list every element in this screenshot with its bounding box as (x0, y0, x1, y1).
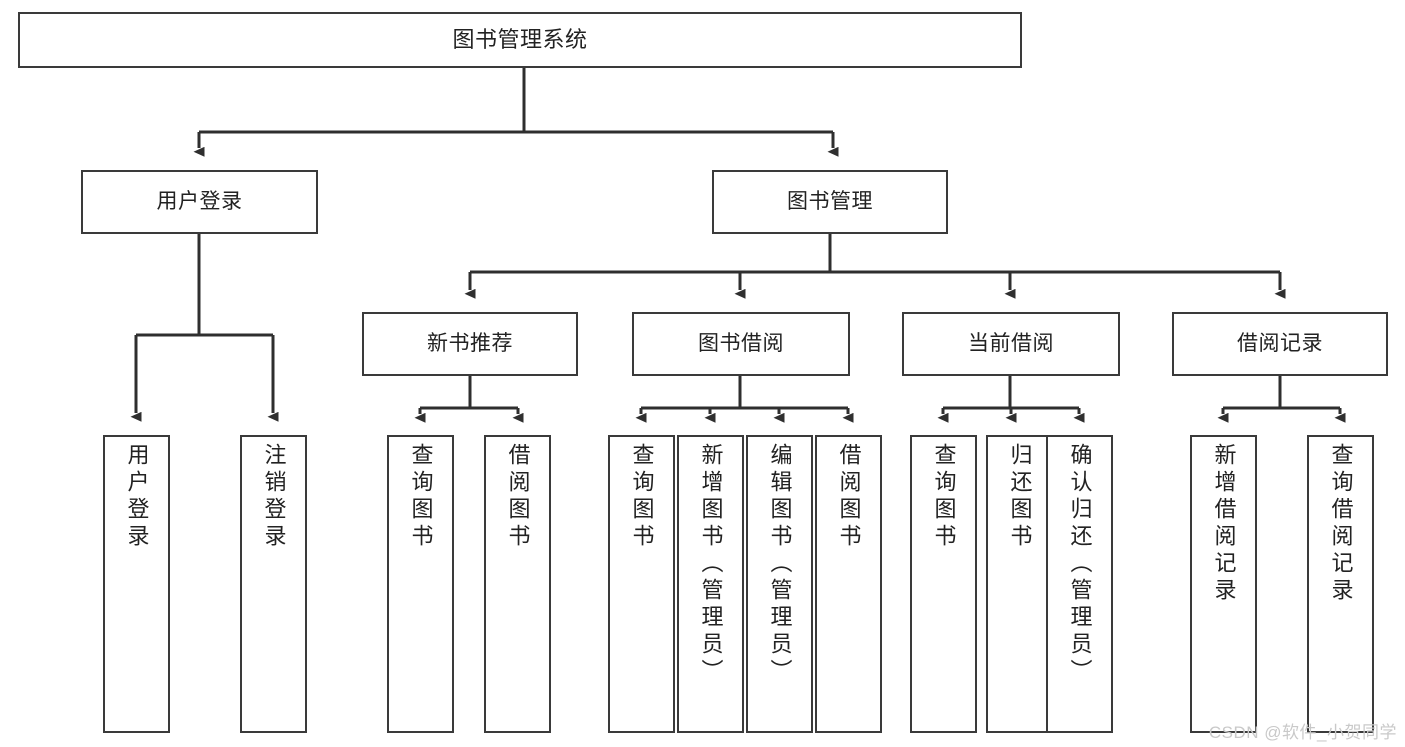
node-current-borrow-label: 当前借阅 (968, 331, 1054, 355)
node-leaf-confirm-return-admin[interactable]: 确认归还（管理员） (1046, 435, 1113, 733)
node-root[interactable]: 图书管理系统 (18, 12, 1022, 68)
node-leaf-query-book-borrow[interactable]: 查询图书 (608, 435, 675, 733)
node-leaf-borrow-book-recommend[interactable]: 借阅图书 (484, 435, 551, 733)
node-leaf-user-login-label: 用户登录 (124, 443, 150, 551)
node-book-management[interactable]: 图书管理 (712, 170, 948, 234)
node-root-label: 图书管理系统 (452, 27, 588, 53)
node-leaf-edit-book-admin[interactable]: 编辑图书（管理员） (746, 435, 813, 733)
node-leaf-query-book-borrow-label: 查询图书 (629, 443, 655, 551)
node-leaf-confirm-return-admin-label: 确认归还（管理员） (1067, 443, 1093, 686)
node-book-borrow-label: 图书借阅 (698, 331, 784, 355)
node-leaf-borrow-book-label: 借阅图书 (836, 443, 862, 551)
node-leaf-borrow-book[interactable]: 借阅图书 (815, 435, 882, 733)
node-leaf-query-book-current-label: 查询图书 (931, 443, 957, 551)
node-leaf-add-book-admin-label: 新增图书（管理员） (698, 443, 724, 686)
node-leaf-user-login[interactable]: 用户登录 (103, 435, 170, 733)
node-leaf-add-borrow-record[interactable]: 新增借阅记录 (1190, 435, 1257, 733)
node-leaf-return-book[interactable]: 归还图书 (986, 435, 1053, 733)
node-book-management-label: 图书管理 (787, 189, 873, 213)
node-leaf-user-logout[interactable]: 注销登录 (240, 435, 307, 733)
node-book-borrow[interactable]: 图书借阅 (632, 312, 850, 376)
node-leaf-query-book-current[interactable]: 查询图书 (910, 435, 977, 733)
node-leaf-borrow-book-recommend-label: 借阅图书 (505, 443, 531, 551)
node-leaf-add-book-admin[interactable]: 新增图书（管理员） (677, 435, 744, 733)
node-current-borrow[interactable]: 当前借阅 (902, 312, 1120, 376)
node-leaf-user-logout-label: 注销登录 (261, 443, 287, 551)
node-new-book-recommend[interactable]: 新书推荐 (362, 312, 578, 376)
node-leaf-return-book-label: 归还图书 (1007, 443, 1033, 551)
node-leaf-query-borrow-record-label: 查询借阅记录 (1328, 443, 1354, 605)
node-borrow-record-label: 借阅记录 (1237, 331, 1323, 355)
node-leaf-edit-book-admin-label: 编辑图书（管理员） (767, 443, 793, 686)
watermark-text: CSDN @软件_小贺同学 (1208, 723, 1397, 742)
node-borrow-record[interactable]: 借阅记录 (1172, 312, 1388, 376)
node-leaf-query-book-recommend-label: 查询图书 (408, 443, 434, 551)
node-leaf-add-borrow-record-label: 新增借阅记录 (1211, 443, 1237, 605)
node-user-login-label: 用户登录 (156, 189, 243, 213)
node-leaf-query-book-recommend[interactable]: 查询图书 (387, 435, 454, 733)
node-user-login[interactable]: 用户登录 (81, 170, 318, 234)
node-new-book-recommend-label: 新书推荐 (427, 331, 513, 355)
node-leaf-query-borrow-record[interactable]: 查询借阅记录 (1307, 435, 1374, 733)
